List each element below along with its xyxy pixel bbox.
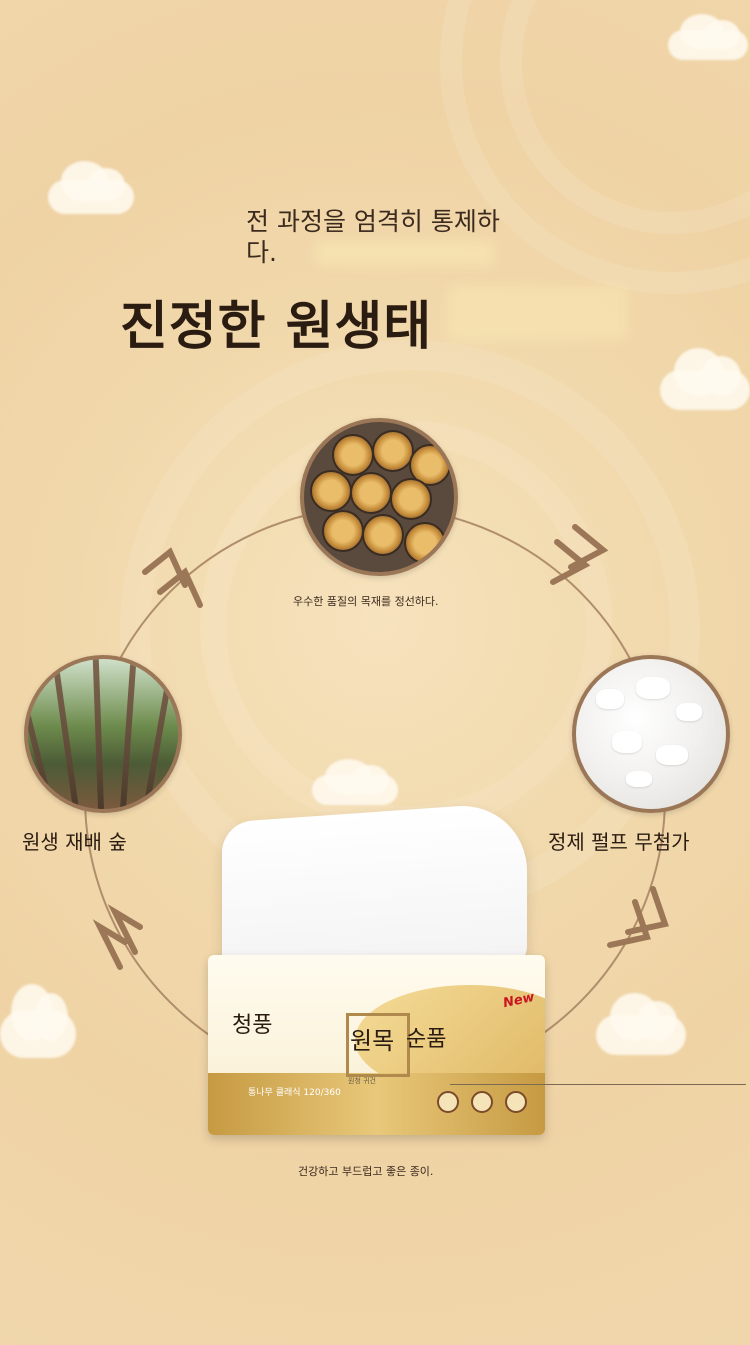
blur-patch [448, 286, 628, 340]
pulp-flake [626, 771, 652, 787]
forest-image [24, 655, 182, 813]
log-end [350, 472, 392, 514]
pulp-flake [636, 677, 670, 699]
cloud-decoration [312, 758, 398, 805]
cloud-decoration [0, 983, 76, 1058]
package-name-rest: 순품 [406, 1027, 447, 1052]
chevron-arrow-icon [92, 904, 143, 970]
forest-label: 원생 재배 숲 [22, 830, 127, 854]
cloud-decoration [596, 993, 686, 1055]
divider-line [450, 1084, 746, 1085]
log-end [362, 514, 404, 556]
log-end [390, 478, 432, 520]
cloud-decoration [48, 161, 134, 214]
pulp-flake [656, 745, 688, 765]
logs-caption: 우수한 품질의 목재를 정선하다. [293, 595, 439, 608]
log-end [310, 470, 352, 512]
feature-icon [437, 1091, 459, 1113]
cloud-decoration [668, 13, 748, 60]
pulp-label: 정제 펄프 무첨가 [548, 830, 690, 854]
log-end [372, 430, 414, 472]
blur-patch [315, 240, 495, 266]
tissue-package: 청풍 원목 순품 원청 귀건 통나무 클래식 120/360 New [208, 955, 545, 1135]
pulp-flake [596, 689, 624, 709]
tree-trunk [52, 660, 79, 809]
tree-trunk [120, 659, 137, 809]
package-spec: 통나무 클래식 120/360 [248, 1088, 341, 1098]
tree-trunk [28, 662, 54, 809]
pulp-flake [676, 703, 702, 721]
chevron-arrow-icon [142, 547, 203, 608]
chevron-arrow-icon [607, 886, 669, 948]
package-brand: 청풍 [232, 1013, 273, 1038]
page-title: 진정한 원생태 [120, 297, 433, 357]
package-name-frame [346, 1013, 410, 1077]
package-name-boxed: 원목 [350, 1027, 395, 1055]
feature-icon [505, 1091, 527, 1113]
tree-trunk [92, 659, 104, 809]
package-small-text: 원청 귀건 [348, 1077, 376, 1085]
log-end [322, 510, 364, 552]
package-feature-icons [437, 1091, 527, 1117]
pulp-flake [612, 731, 642, 753]
log-end [404, 522, 446, 564]
subtitle: 전 과정을 엄격히 통제하다. [246, 207, 500, 267]
pulp-image [572, 655, 730, 813]
cloud-decoration [660, 348, 750, 410]
log-end [332, 434, 374, 476]
chevron-arrow-icon [550, 524, 609, 585]
feature-icon [471, 1091, 493, 1113]
footer-caption: 건강하고 부드럽고 좋은 종이. [298, 1165, 434, 1178]
logs-image [300, 418, 458, 576]
